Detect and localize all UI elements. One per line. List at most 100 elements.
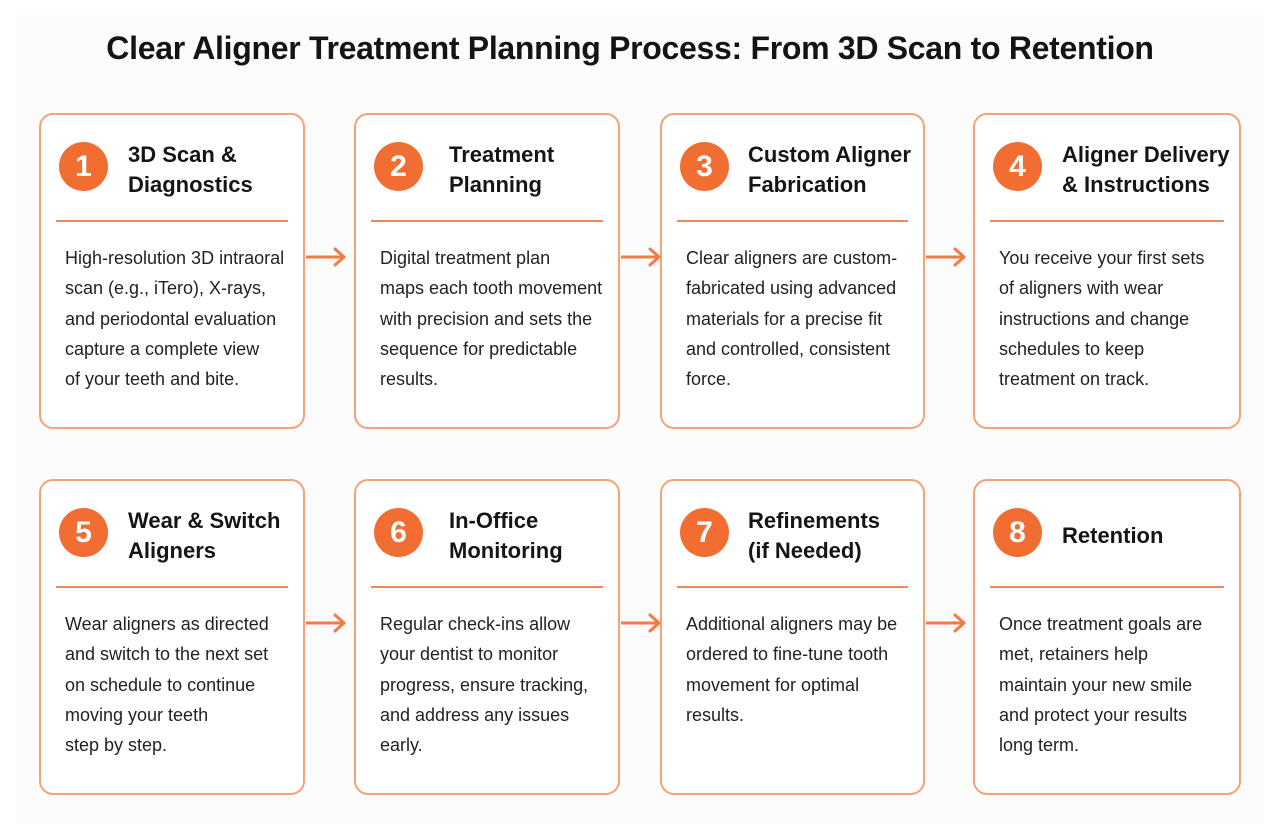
step-description: Regular check-ins allow your dentist to m… xyxy=(380,609,588,760)
step-description-line: and periodontal evaluation xyxy=(65,308,277,329)
step-number-badge: 7 xyxy=(680,508,729,557)
step-description-line: Wear aligners as directed xyxy=(65,614,269,634)
step-description-line: long term. xyxy=(999,735,1080,756)
step-number-badge: 3 xyxy=(680,142,729,191)
step-description-line: results. xyxy=(686,704,745,725)
step-title-line: Wear & Switch xyxy=(128,508,281,533)
step-description-line: capture a complete view xyxy=(65,338,260,359)
step-divider xyxy=(56,220,288,222)
step-title: Aligner Delivery & Instructions xyxy=(1062,139,1230,201)
step-description-line: fabricated using advanced xyxy=(686,278,897,299)
step-title-line: Refinements xyxy=(748,508,881,533)
flow-arrow-icon xyxy=(621,613,661,633)
flow-arrow-icon xyxy=(621,247,661,267)
step-description-line: and switch to the next set xyxy=(65,644,269,665)
step-description-line: ordered to fine-tune tooth xyxy=(686,644,889,665)
step-title: Refinements (if Needed) xyxy=(748,505,880,567)
step-description-line: and controlled, consistent xyxy=(686,338,891,359)
step-divider xyxy=(56,586,288,588)
step-description-line: Additional aligners may be xyxy=(686,614,898,634)
step-description-line: Regular check-ins allow xyxy=(380,614,571,634)
step-description-line: your dentist to monitor xyxy=(380,644,559,665)
step-description: Once treatment goals are met, retainers h… xyxy=(999,609,1202,760)
step-description-line: with precision and sets the xyxy=(380,308,593,329)
step-description-line: moving your teeth xyxy=(65,704,209,725)
step-description-line: maintain your new smile xyxy=(999,674,1193,695)
step-description-line: schedules to keep xyxy=(999,338,1145,359)
step-number-badge: 2 xyxy=(374,142,423,191)
flow-arrow-icon xyxy=(306,613,346,633)
step-title-line: Diagnostics xyxy=(128,172,253,197)
step-card-7: 7 Refinements (if Needed) Additional aligne… xyxy=(660,479,925,795)
step-title-line: Planning xyxy=(449,172,542,197)
step-divider xyxy=(677,586,908,588)
step-description-line: sequence for predictable xyxy=(380,338,578,359)
step-description-line: Clear aligners are custom- xyxy=(686,248,898,268)
step-description-line: step by step. xyxy=(65,735,168,756)
step-title-line: Aligners xyxy=(128,538,217,563)
step-title: Retention xyxy=(1062,505,1163,567)
step-description: You receive your first sets of aligners w… xyxy=(999,243,1204,394)
step-title-line: Monitoring xyxy=(449,538,563,563)
flow-arrow-icon xyxy=(926,247,966,267)
step-divider xyxy=(990,220,1224,222)
step-description: Wear aligners as directed and switch to t… xyxy=(65,609,269,760)
step-description-line: maps each tooth movement xyxy=(380,278,603,299)
step-title-line: In-Office xyxy=(449,508,539,533)
step-description: Clear aligners are custom-fabricated usi… xyxy=(686,243,897,394)
flow-arrow-icon xyxy=(306,247,346,267)
step-description-line: Once treatment goals are xyxy=(999,614,1203,634)
step-description-line: movement for optimal xyxy=(686,674,860,695)
step-description-line: treatment on track. xyxy=(999,369,1150,390)
flow-arrow-icon xyxy=(926,613,966,633)
step-title: 3D Scan & Diagnostics xyxy=(128,139,253,201)
step-title-line: (if Needed) xyxy=(748,538,862,563)
step-description-line: force. xyxy=(686,369,732,390)
step-number-badge: 1 xyxy=(59,142,108,191)
step-description-line: met, retainers help xyxy=(999,644,1149,665)
step-description-line: and protect your results xyxy=(999,704,1188,725)
step-divider xyxy=(371,220,603,222)
step-title-line: Aligner Delivery xyxy=(1062,142,1230,167)
step-description-line: of aligners with wear xyxy=(999,278,1164,299)
step-divider xyxy=(677,220,908,222)
page-title: Clear Aligner Treatment Planning Process… xyxy=(106,30,1154,66)
step-number-badge: 8 xyxy=(993,508,1042,557)
step-description-line: results. xyxy=(380,369,439,390)
step-title-line: 3D Scan & xyxy=(128,142,237,167)
step-title-line: & Instructions xyxy=(1062,172,1210,197)
step-description-line: You receive your first sets xyxy=(999,248,1205,268)
step-description-line: materials for a precise fit xyxy=(686,308,883,329)
step-title-line: Custom Aligner xyxy=(748,142,911,167)
step-title-line: Retention xyxy=(1062,523,1164,548)
step-number-badge: 5 xyxy=(59,508,108,557)
step-description-line: scan (e.g., iTero), X-rays, xyxy=(65,278,267,299)
step-description-line: early. xyxy=(380,735,423,756)
step-title-line: Treatment xyxy=(449,142,555,167)
step-number-badge: 6 xyxy=(374,508,423,557)
step-description-line: Digital treatment plan xyxy=(380,248,551,268)
step-description: Additional aligners may be ordered to fin… xyxy=(686,609,897,730)
step-description: High-resolution 3D intraoral scan (e.g., … xyxy=(65,243,284,394)
step-description-line: progress, ensure tracking, xyxy=(380,674,589,695)
step-number-badge: 4 xyxy=(993,142,1042,191)
step-description-line: High-resolution 3D intraoral xyxy=(65,248,285,268)
step-divider xyxy=(371,586,603,588)
step-divider xyxy=(990,586,1224,588)
step-title-line: Fabrication xyxy=(748,172,867,197)
step-description-line: of your teeth and bite. xyxy=(65,369,240,390)
step-description: Digital treatment plan maps each tooth mo… xyxy=(380,243,602,394)
step-description-line: and address any issues xyxy=(380,704,570,725)
step-description-line: instructions and change xyxy=(999,308,1190,329)
step-description-line: on schedule to continue xyxy=(65,674,256,695)
